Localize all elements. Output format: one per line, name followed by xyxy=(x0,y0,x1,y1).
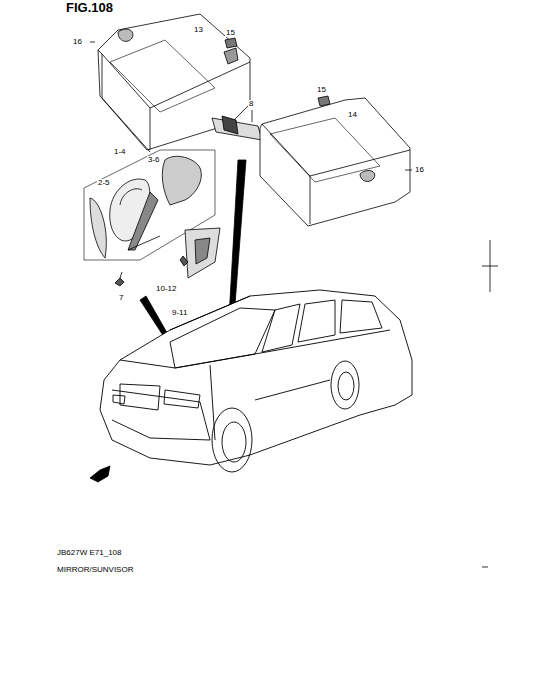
sunvisor-right xyxy=(260,96,412,226)
leader-pointer xyxy=(229,160,246,318)
callout-number: 1-4 xyxy=(113,148,127,156)
callout-number: 10-12 xyxy=(155,285,177,293)
callout-number: 16 xyxy=(72,38,83,46)
front-arrow xyxy=(90,466,110,482)
callout-number: 3-6 xyxy=(147,156,161,164)
callout-number: 2-5 xyxy=(97,179,111,187)
callout-number: 7 xyxy=(118,294,124,302)
visor-clip xyxy=(225,38,237,48)
margin-mark xyxy=(482,240,498,292)
margin-mark xyxy=(482,567,488,568)
callout-number: 8 xyxy=(248,100,254,108)
callout-number: 15 xyxy=(316,86,327,94)
vehicle xyxy=(100,290,412,472)
callout-number: 15 xyxy=(225,29,236,37)
mirror-assembly xyxy=(84,150,220,286)
callout-number: 14 xyxy=(347,111,358,119)
figure-title: FIG.108 xyxy=(66,1,113,14)
figure-code: JB627W E71_108 xyxy=(56,549,123,557)
callout-number: 9-11 xyxy=(171,309,188,317)
figure-code: MIRROR/SUNVISOR xyxy=(56,566,134,574)
visor-holder xyxy=(212,110,262,140)
callout-number: 16 xyxy=(414,166,425,174)
callout-number: 13 xyxy=(193,26,204,34)
